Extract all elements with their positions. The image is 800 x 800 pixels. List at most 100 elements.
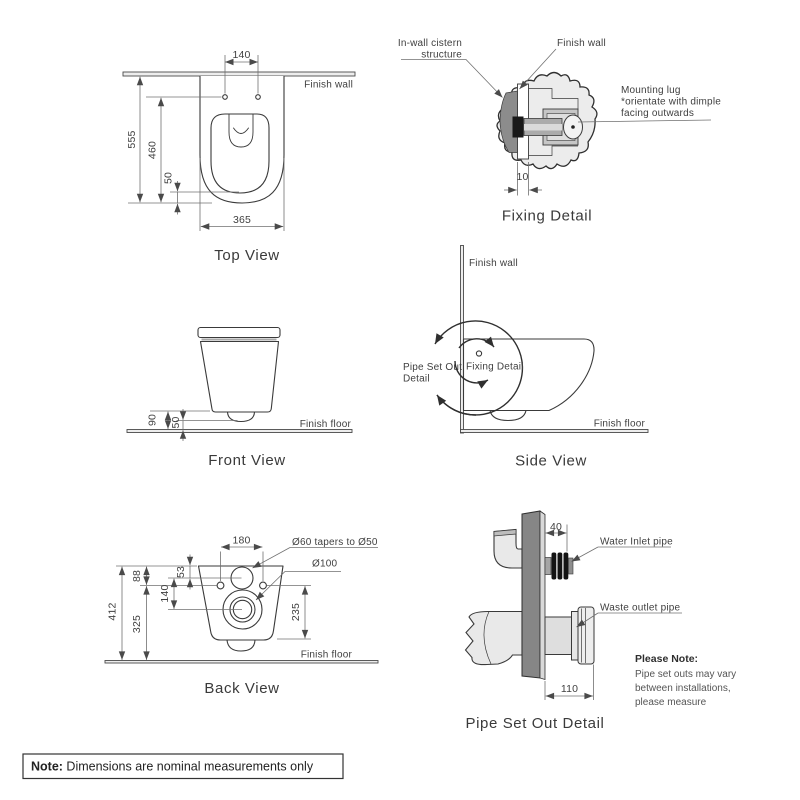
dimension-88: 88 (131, 570, 143, 582)
dimple-dot (571, 125, 575, 129)
flush-recess-inner-arc (233, 127, 249, 134)
fixing-detail-title: Fixing Detail (502, 208, 592, 225)
toilet-seat-outline (210, 113, 270, 194)
inlet-pipe-end (568, 557, 574, 575)
pan-step-lower (528, 145, 578, 156)
finish-wall-label: Finish wall (469, 258, 518, 269)
fixing-hole-left (222, 94, 228, 100)
fixing-bolt-highlight (524, 124, 562, 131)
flush-recess-outline (228, 113, 254, 148)
trap-bump (226, 411, 256, 423)
dimension-40: 40 (550, 521, 562, 533)
pipe-detail-panel: 40 110 Water Inlet pipe Waste outlet pip… (464, 510, 736, 732)
inlet-connector (544, 557, 552, 575)
trap-bump (226, 639, 256, 652)
finish-floor-label: Finish floor (300, 419, 352, 430)
footer-note: Note: Dimensions are nominal measurement… (22, 753, 344, 780)
wall-section (521, 510, 541, 679)
back-view-panel: 180 412 88 325 53 140 235 Ø60 tapers to … (104, 535, 379, 697)
waste-pipe-flange (577, 606, 595, 665)
fixing-detail-leaders (401, 48, 712, 196)
dimension-110: 110 (561, 683, 578, 695)
inlet-gasket-rib-2 (557, 552, 563, 580)
fixing-rotation-arrow-2 (454, 360, 489, 389)
mounting-lug-label-line2: *orientate with dimple (621, 97, 721, 108)
toilet-back-outline (197, 565, 284, 641)
mounting-lug-label-line3: facing outwards (621, 108, 694, 119)
fixing-rotation-arrow (458, 336, 495, 349)
front-view-dimension-lines (150, 409, 238, 441)
please-note-line3: please measure (635, 697, 707, 708)
dimension-180: 180 (232, 535, 250, 547)
dimension-90: 90 (147, 414, 159, 426)
in-wall-label-line2: structure (421, 50, 462, 61)
dimension-53: 53 (175, 566, 187, 578)
pipe-detail-dimension-lines (544, 524, 682, 700)
note-label: Note: (31, 760, 63, 774)
toilet-body-outline (199, 76, 285, 204)
note-box (22, 753, 344, 780)
fixing-detail-panel: In-wall cistern structure Finish wall Mo… (398, 38, 721, 225)
fixing-hole-right (259, 581, 267, 590)
back-view-title: Back View (204, 680, 279, 697)
note-body: Dimensions are nominal measurements only (63, 760, 314, 774)
finish-wall-label: Finish wall (304, 80, 353, 91)
dimension-555: 555 (126, 130, 138, 148)
note-text: Note: Dimensions are nominal measurement… (31, 760, 314, 774)
pipe-detail-title: Pipe Set Out Detail (466, 715, 605, 732)
fixing-nut (512, 116, 524, 138)
waste-elbow-pipe (464, 610, 523, 666)
waste-diameter-label: Ø100 (312, 559, 338, 570)
fixing-detail-label: Fixing Detail (466, 362, 524, 373)
pipe-set-out-label-line2: Detail (403, 374, 430, 385)
toilet-profile-outline (462, 338, 595, 412)
finish-wall-label: Finish wall (557, 38, 606, 49)
seat-seam (201, 338, 277, 341)
finish-floor-section (126, 429, 353, 433)
dimension-50: 50 (170, 416, 182, 428)
please-note-title: Please Note: (635, 653, 698, 665)
front-view-panel: 90 50 Finish floor Front View (126, 326, 353, 469)
waste-pipe-ring (571, 611, 579, 661)
in-wall-label-line1: In-wall cistern (398, 38, 462, 49)
pan-step-upper (528, 88, 579, 110)
waste-outlet-label: Waste outlet pipe (600, 603, 681, 614)
pipe-set-out-rotation-arrow-2 (436, 394, 477, 416)
fixing-point-marker (475, 350, 483, 357)
side-view-title: Side View (515, 453, 587, 470)
waste-pipe-body (544, 616, 573, 655)
dimension-10: 10 (516, 171, 528, 183)
fixing-hole-left (216, 581, 225, 590)
waste-elbow-bend-line (483, 611, 492, 665)
finish-floor-label: Finish floor (594, 419, 646, 430)
dimension-325: 325 (131, 615, 143, 633)
fixing-hole-right (255, 94, 261, 100)
water-inlet-label: Water Inlet pipe (600, 537, 673, 548)
mounting-lug-label-line1: Mounting lug (621, 85, 681, 96)
dimension-460: 460 (147, 141, 159, 159)
dimension-412: 412 (107, 602, 119, 620)
wall-finish-face (539, 510, 546, 681)
dimension-140: 140 (159, 584, 171, 602)
dimension-50: 50 (163, 172, 175, 184)
toilet-lid (197, 326, 281, 339)
top-view-title: Top View (214, 247, 279, 264)
top-view-dimension-lines (128, 55, 285, 231)
please-note-line2: between installations, (635, 683, 731, 694)
inlet-taper-label: Ø60 tapers to Ø50 (292, 537, 378, 548)
toilet-body-outline (199, 340, 280, 413)
inlet-pipe-cap (493, 529, 517, 537)
finish-floor-section (460, 429, 649, 433)
side-view-panel: Finish wall Pipe Set Out Detail Fixing D… (403, 245, 649, 470)
front-view-title: Front View (208, 452, 285, 469)
pipe-set-out-label-line1: Pipe Set Out (403, 362, 462, 373)
inlet-gasket-rib-1 (551, 552, 557, 580)
top-view-panel: 140 555 460 50 365 Finish wall Top View (122, 49, 356, 264)
inlet-gasket-rib-3 (563, 552, 569, 580)
finish-floor-label: Finish floor (301, 650, 353, 661)
trap-bump (489, 409, 527, 422)
finish-floor-section (104, 660, 379, 664)
finish-wall-section (122, 71, 356, 77)
